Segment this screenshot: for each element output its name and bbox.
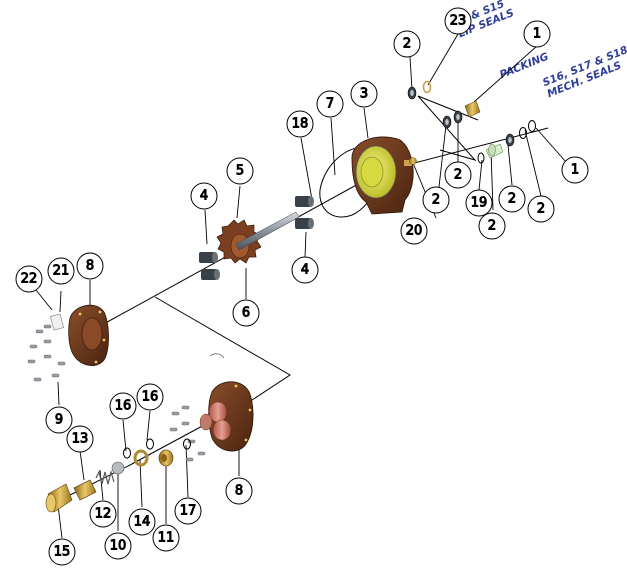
callout-12: 12 xyxy=(89,500,117,528)
screws-front xyxy=(169,405,206,462)
callout-13: 13 xyxy=(66,425,94,453)
callout-2-e: 2 xyxy=(527,195,555,223)
svg-text:12: 12 xyxy=(95,507,112,522)
mech-seal-parts xyxy=(477,120,536,164)
svg-text:7: 7 xyxy=(326,97,334,112)
o-ring-body xyxy=(183,438,191,450)
svg-text:23: 23 xyxy=(450,14,467,29)
valve-ball xyxy=(111,461,125,475)
svg-text:19: 19 xyxy=(471,196,488,211)
callout-9: 9 xyxy=(45,406,73,434)
svg-text:4: 4 xyxy=(301,263,309,278)
callout-17: 17 xyxy=(174,497,202,525)
callout-20: 20 xyxy=(400,217,428,245)
svg-text:17: 17 xyxy=(180,504,197,519)
svg-text:3: 3 xyxy=(360,87,368,102)
svg-text:2: 2 xyxy=(432,193,440,208)
svg-text:20: 20 xyxy=(406,224,423,239)
o-ring-valve xyxy=(123,447,131,459)
callout-22: 22 xyxy=(15,265,43,293)
callout-2-b: 2 xyxy=(444,161,472,189)
callout-5: 5 xyxy=(226,157,254,185)
callout-16-left: 16 xyxy=(109,392,137,420)
svg-text:2: 2 xyxy=(454,168,462,183)
callout-7: 7 xyxy=(316,90,344,118)
svg-text:2: 2 xyxy=(403,37,411,52)
svg-text:8: 8 xyxy=(86,259,94,274)
shaft xyxy=(235,211,300,251)
callout-1-top: 1 xyxy=(523,20,551,48)
svg-text:4: 4 xyxy=(200,189,208,204)
callout-3: 3 xyxy=(350,80,378,108)
callout-18: 18 xyxy=(286,110,314,138)
svg-text:10: 10 xyxy=(110,539,127,554)
end-cover-rear xyxy=(68,304,109,366)
svg-text:6: 6 xyxy=(242,306,250,321)
o-ring-seat xyxy=(146,438,154,450)
callout-6: 6 xyxy=(232,299,260,327)
svg-text:16: 16 xyxy=(142,390,159,405)
svg-text:22: 22 xyxy=(21,272,38,287)
callout-bubbles: 1 1 2 2 2 2 2 2 3 4 4 5 6 7 8 8 9 10 11 … xyxy=(15,7,589,566)
callout-2-c: 2 xyxy=(478,212,506,240)
svg-text:2: 2 xyxy=(508,192,516,207)
svg-text:1: 1 xyxy=(533,27,541,42)
svg-text:8: 8 xyxy=(235,484,243,499)
callout-2-d: 2 xyxy=(498,185,526,213)
valve-body xyxy=(158,449,174,467)
svg-text:1: 1 xyxy=(571,163,579,178)
packing-parts xyxy=(442,100,481,129)
svg-text:2: 2 xyxy=(537,202,545,217)
callout-2-lip: 2 xyxy=(393,30,421,58)
valve-seat xyxy=(133,449,149,467)
svg-text:15: 15 xyxy=(54,545,71,560)
callout-23: 23 xyxy=(444,7,472,35)
callout-2-a: 2 xyxy=(422,186,450,214)
svg-text:9: 9 xyxy=(55,413,63,428)
svg-text:11: 11 xyxy=(158,531,175,546)
valve-cap xyxy=(45,483,73,513)
callout-15: 15 xyxy=(48,538,76,566)
small-gasket xyxy=(209,353,225,359)
pump-housing xyxy=(351,136,414,215)
callout-4-left: 4 xyxy=(190,182,218,210)
end-cover-front xyxy=(199,381,254,452)
callout-21: 21 xyxy=(47,257,75,285)
svg-text:14: 14 xyxy=(134,515,151,530)
bushings xyxy=(199,196,314,280)
svg-text:16: 16 xyxy=(115,399,132,414)
callout-10: 10 xyxy=(104,532,132,560)
svg-text:21: 21 xyxy=(53,264,70,279)
callout-8-front: 8 xyxy=(225,477,253,505)
spring xyxy=(95,469,115,485)
svg-text:18: 18 xyxy=(292,117,309,132)
callout-11: 11 xyxy=(152,524,180,552)
svg-text:5: 5 xyxy=(236,164,244,179)
callout-19: 19 xyxy=(465,189,493,217)
lip-seal-parts xyxy=(407,80,432,100)
callout-14: 14 xyxy=(128,508,156,536)
callout-16-right: 16 xyxy=(136,383,164,411)
svg-text:2: 2 xyxy=(488,219,496,234)
callout-1-right: 1 xyxy=(561,156,589,184)
plug xyxy=(409,157,417,165)
callout-8-rear: 8 xyxy=(76,252,104,280)
nameplate xyxy=(49,313,65,331)
callout-4-right: 4 xyxy=(291,256,319,284)
screws-rear xyxy=(27,324,66,382)
adjusting-screw xyxy=(73,479,97,501)
svg-text:13: 13 xyxy=(72,432,89,447)
